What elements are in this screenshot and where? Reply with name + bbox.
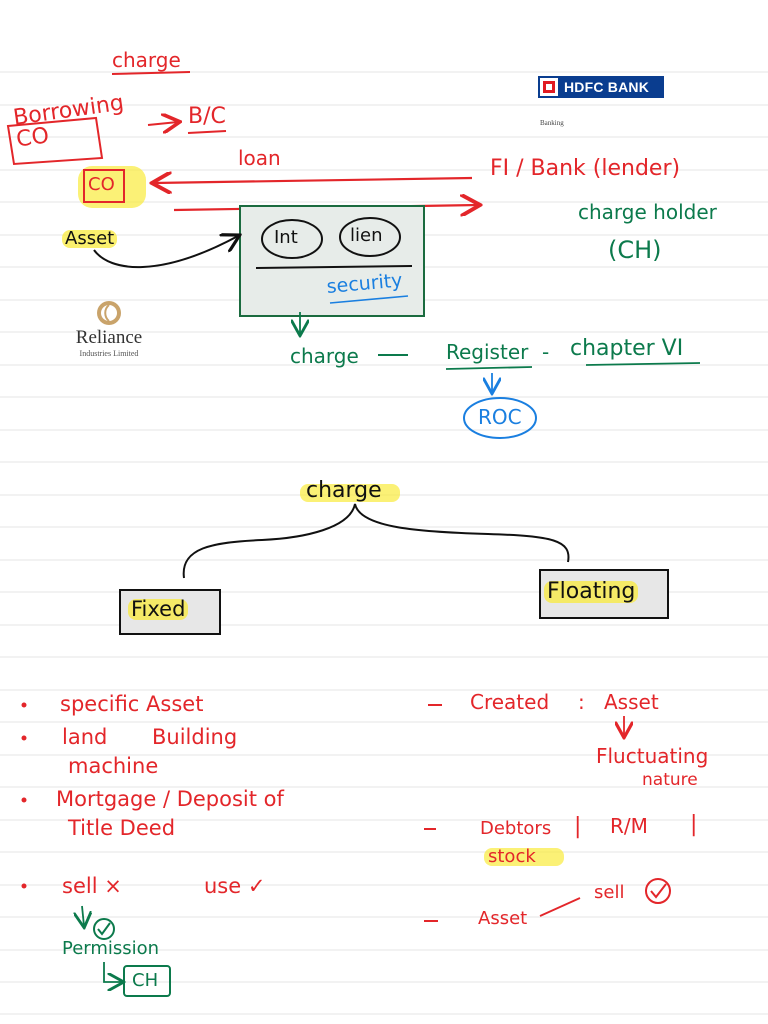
security-box	[239, 205, 425, 317]
floating-note-sep-2: |	[690, 812, 698, 837]
ch-label: (CH)	[608, 236, 662, 264]
fixed-note-mortgage: Mortgage / Deposit of	[56, 787, 284, 811]
reliance-logo-text: Reliance	[75, 327, 143, 348]
floating-note-asset-2: Asset	[478, 908, 528, 929]
hdfc-logo: HDFC BANK	[538, 76, 664, 98]
fixed-note-use: use ✓	[204, 874, 266, 898]
borrowing-box	[6, 116, 104, 166]
fixed-note-machine: machine	[68, 754, 159, 778]
hdfc-logo-text: HDFC BANK	[564, 79, 650, 95]
fixed-note-land: land	[62, 725, 108, 749]
asset-label: Asset	[62, 230, 118, 248]
floating-note-nature: nature	[642, 770, 698, 790]
chapter-underline	[585, 362, 701, 366]
co-highlight	[78, 166, 146, 208]
root-highlight	[300, 484, 400, 502]
chapter-label: chapter VI	[570, 336, 684, 361]
permission-arrow	[82, 905, 84, 926]
floating-note-created: Created	[470, 690, 550, 714]
tree-branches	[182, 503, 570, 579]
reliance-logo: Reliance Industries Limited	[64, 300, 154, 358]
asset-arrow	[93, 236, 238, 269]
int-label: Int	[274, 227, 298, 248]
underline-charge-title	[111, 71, 191, 75]
charge-label: charge	[290, 344, 359, 368]
floating-note-asset: Asset	[604, 690, 659, 714]
floating-note-debtors: Debtors	[480, 818, 552, 839]
stock-highlight	[484, 848, 564, 866]
fixed-note-building: Building	[152, 725, 238, 749]
fixed-note-1: specific Asset	[60, 692, 204, 716]
reliance-mark-icon	[97, 301, 121, 325]
bullet-1	[21, 702, 27, 708]
register-dash: -	[542, 340, 550, 364]
sell-check-icon	[645, 878, 671, 904]
floating-note-fluctuating: Fluctuating	[596, 744, 709, 768]
loan-arrow	[154, 178, 473, 183]
lien-label: lien	[350, 225, 383, 246]
charge-heading: charge	[112, 48, 181, 72]
co-label: CO	[88, 174, 115, 195]
arrow-to-bc	[147, 122, 178, 125]
fixed-note-title-deed: Title Deed	[68, 816, 176, 840]
bullet-3	[21, 797, 27, 803]
co-box	[83, 169, 125, 203]
floating-note-stock: stock	[488, 846, 536, 867]
register-underline	[445, 366, 533, 370]
fixed-label: Fixed	[128, 599, 189, 620]
permission-check-icon	[93, 918, 115, 940]
int-ellipse	[261, 219, 323, 259]
floating-note-rm: R/M	[610, 814, 648, 838]
ch-box	[123, 965, 171, 997]
ch-box-label: CH	[132, 970, 159, 991]
floating-note-colon: :	[578, 690, 585, 714]
underline-bc	[187, 130, 227, 134]
hdfc-sub-text: Banking	[540, 119, 564, 127]
box-divider	[255, 265, 413, 269]
charge-holder-label: charge holder	[578, 200, 717, 224]
lien-ellipse	[339, 217, 401, 257]
security-underline	[329, 295, 409, 304]
lender-label: FI / Bank (lender)	[490, 156, 681, 181]
ch-arrow	[103, 962, 122, 982]
permission-label: Permission	[62, 938, 160, 959]
loan-label: loan	[238, 146, 281, 170]
bullet-2	[21, 735, 27, 741]
hdfc-mark-icon	[540, 78, 558, 96]
floating-label: Floating	[544, 581, 639, 603]
roc-label: ROC	[478, 405, 522, 429]
reliance-sub-text: Industries Limited	[79, 349, 139, 358]
tree-root-label: charge	[306, 478, 382, 503]
bc-label: B/C	[188, 104, 226, 129]
fixed-note-sell: sell ×	[62, 874, 122, 898]
floating-note-sep-1: |	[574, 814, 582, 839]
floating-note-sell: sell	[594, 882, 625, 903]
bullet-4	[21, 883, 27, 889]
asset-sell-line	[539, 897, 581, 917]
register-label: Register	[446, 340, 529, 364]
roc-ellipse	[463, 397, 537, 439]
